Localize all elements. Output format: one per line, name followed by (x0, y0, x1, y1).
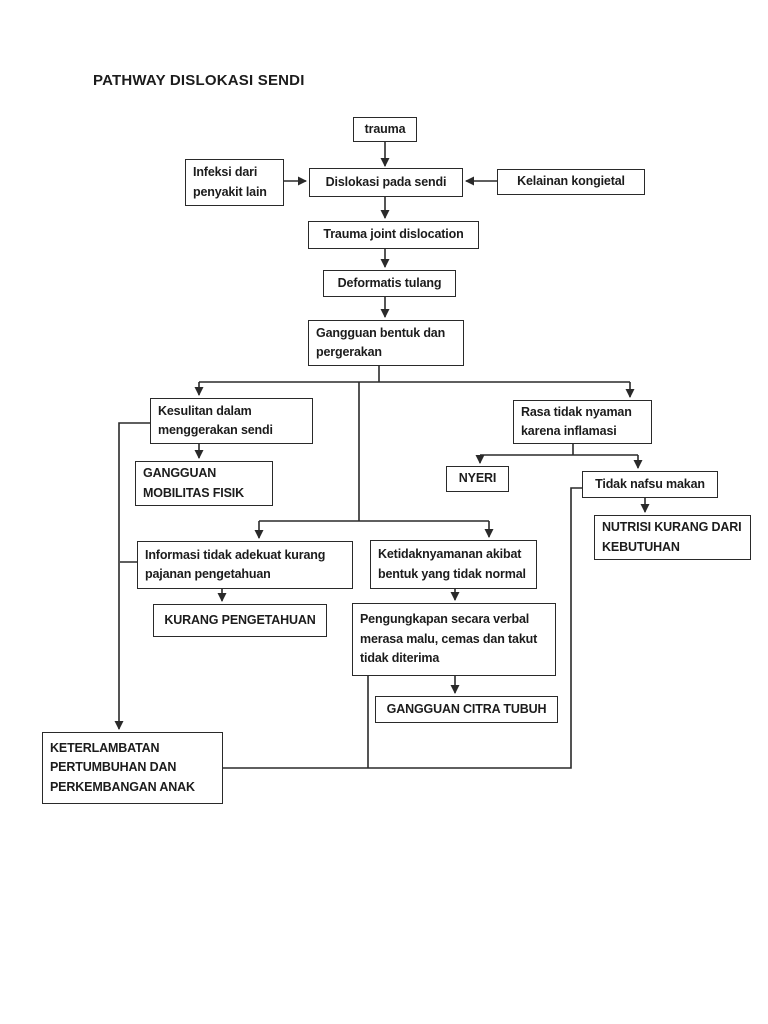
node-gangguan-citra-tubuh: GANGGUAN CITRA TUBUH (375, 696, 558, 723)
node-trauma: trauma (353, 117, 417, 142)
node-nutrisi-kurang-dari-kebutuhan: NUTRISI KURANG DARI KEBUTUHAN (594, 515, 751, 560)
node-dislokasi-pada-sendi: Dislokasi pada sendi (309, 168, 463, 197)
node-nyeri: NYERI (446, 466, 509, 492)
node-gangguan-mobilitas-fisik: GANGGUAN MOBILITAS FISIK (135, 461, 273, 506)
node-deformatis-tulang: Deformatis tulang (323, 270, 456, 297)
edge-kesulitan-keterlambatan (114, 422, 150, 730)
node-kurang-pengetahuan: KURANG PENGETAHUAN (153, 604, 327, 637)
node-trauma-joint-dislocation: Trauma joint dislocation (308, 221, 479, 249)
node-pengungkapan-secara-verbal: Pengungkapan secara verbal merasa malu, … (352, 603, 556, 676)
node-ketidaknyamanan-akibat-bentuk: Ketidaknyamanan akibat bentuk yang tidak… (370, 540, 537, 589)
node-infeksi-dari-penyakit-lain: Infeksi dari penyakit lain (185, 159, 284, 206)
node-tidak-nafsu-makan: Tidak nafsu makan (582, 471, 718, 498)
node-keterlambatan-pertumbuhan: KETERLAMBATAN PERTUMBUHAN DAN PERKEMBANG… (42, 732, 223, 804)
node-kelainan-kongietal: Kelainan kongietal (497, 169, 645, 195)
node-rasa-tidak-nyaman-karena-inflamasi: Rasa tidak nyaman karena inflamasi (513, 400, 652, 444)
node-kesulitan-dalam-menggerakan-sendi: Kesulitan dalam menggerakan sendi (150, 398, 313, 444)
page-title: PATHWAY DISLOKASI SENDI (93, 72, 305, 89)
node-informasi-tidak-adekuat: Informasi tidak adekuat kurang pajanan p… (137, 541, 353, 589)
edge-tidaknafsu-keterlambatan (223, 487, 582, 769)
node-gangguan-bentuk-dan-pergerakan: Gangguan bentuk dan pergerakan (308, 320, 464, 366)
